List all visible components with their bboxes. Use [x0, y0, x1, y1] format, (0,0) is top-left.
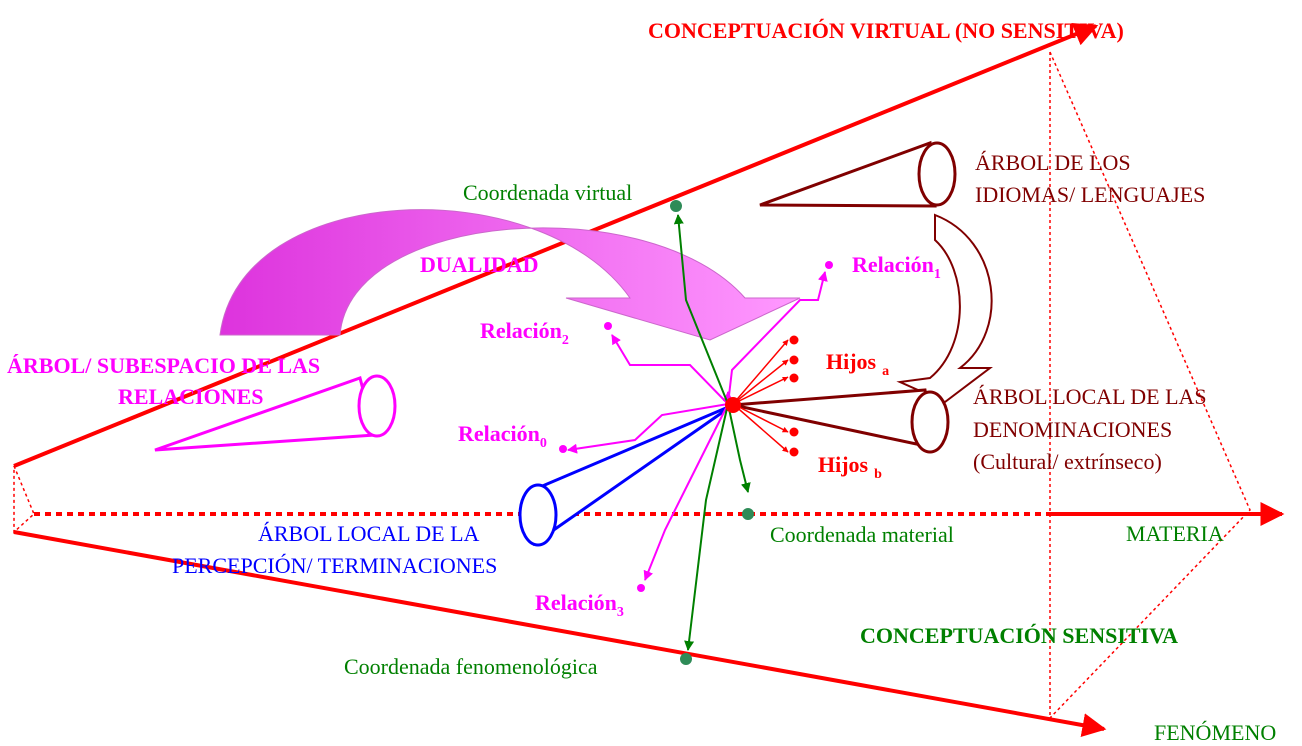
- coordinate-dots: [670, 200, 754, 665]
- children-a-text: Hijos: [826, 349, 877, 374]
- central-node: [725, 397, 741, 413]
- matter-axis-label: MATERIA: [1126, 521, 1224, 546]
- virtual-conceptuation-title: CONCEPTUACIÓN VIRTUAL (NO SENSITIVA): [648, 18, 1124, 43]
- relation-dots: [559, 261, 833, 592]
- relation-1-subscript: 1: [934, 267, 941, 282]
- pyramid-dotted-edges: [13, 51, 1251, 719]
- relation-0-subscript: 0: [540, 436, 547, 451]
- languages-tree-cone: [759, 140, 957, 208]
- relations-tree-label-line2: RELACIONES: [118, 384, 263, 409]
- denominations-tree-label-line1: ÁRBOL LOCAL DE LAS: [973, 384, 1207, 409]
- languages-to-denominations-arrow: [896, 213, 993, 404]
- duality-label: DUALIDAD: [420, 252, 539, 277]
- sensitive-conceptuation-title: CONCEPTUACIÓN SENSITIVA: [860, 623, 1178, 648]
- relation-2-text: Relación: [480, 318, 562, 343]
- coordinate-arrows: [673, 214, 751, 651]
- perception-tree-cone: [518, 403, 734, 547]
- material-coordinate-label: Coordenada material: [770, 522, 954, 547]
- languages-tree-label-line1: ÁRBOL DE LOS: [975, 150, 1131, 175]
- relation-3-text: Relación: [535, 590, 617, 615]
- languages-tree-label-line2: IDIOMAS/ LENGUAJES: [975, 182, 1205, 207]
- phenomenon-axis-line: [13, 530, 1107, 737]
- children-b-text: Hijos: [818, 452, 869, 477]
- relation-1-text: Relación: [852, 252, 934, 277]
- denominations-tree-cone: [732, 388, 950, 454]
- relation-3-subscript: 3: [617, 605, 624, 620]
- children-b-subscript: b: [874, 467, 882, 482]
- relation-0-label: Relación0: [458, 421, 547, 451]
- relation-2-label: Relación2: [480, 318, 569, 348]
- relation-3-label: Relación3: [535, 590, 624, 620]
- relation-arrows: [567, 271, 828, 581]
- relation-1-label: Relación1: [852, 252, 941, 282]
- duality-arrow-shape: [219, 209, 801, 341]
- children-arrows: [732, 339, 789, 453]
- relation-0-text: Relación: [458, 421, 540, 446]
- virtual-coordinate-label: Coordenada virtual: [463, 180, 632, 205]
- phenomenon-axis-label: FENÓMENO: [1154, 720, 1276, 745]
- relations-tree-cone: [154, 374, 397, 452]
- denominations-tree-label-line2: DENOMINACIONES: [973, 417, 1172, 442]
- virtual-axis-line: [13, 23, 1099, 468]
- children-dots: [789, 335, 799, 457]
- perception-tree-label-line2: PERCEPCIÓN/ TERMINACIONES: [172, 553, 497, 578]
- relation-2-subscript: 2: [562, 333, 569, 348]
- perception-tree-label-line1: ÁRBOL LOCAL DE LA: [258, 521, 480, 546]
- phenomenological-coordinate-label: Coordenada fenomenológica: [344, 654, 598, 679]
- denominations-tree-label-line3: (Cultural/ extrínseco): [973, 449, 1162, 474]
- relations-tree-label-line1: ÁRBOL/ SUBESPACIO DE LAS: [7, 353, 320, 378]
- children-a-subscript: a: [882, 364, 889, 379]
